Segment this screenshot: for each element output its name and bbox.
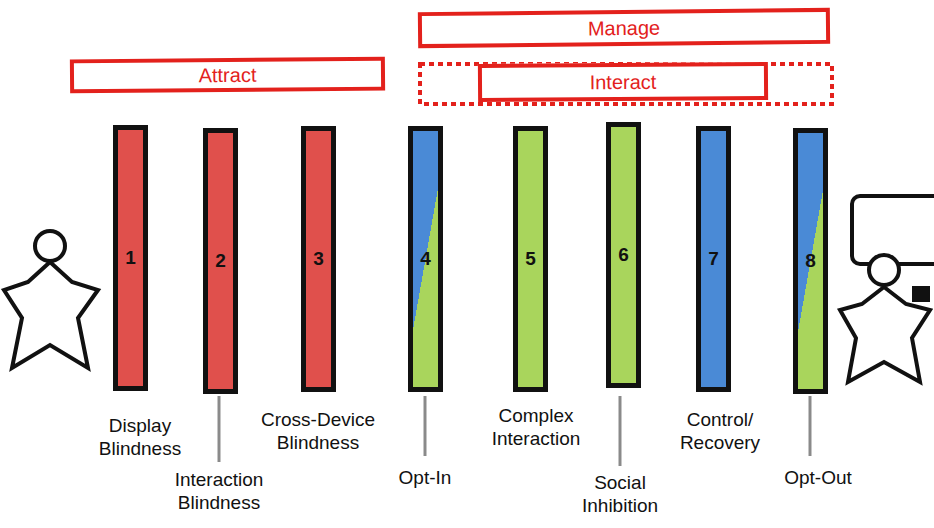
stage-label: Social Inhibition [563,471,677,517]
stage-label: Interaction Blindness [152,468,286,514]
phase-label: Interact [590,70,657,93]
callout-number: 4 [420,248,431,270]
stage-label: Complex Interaction [474,404,598,450]
stage-bar: 4 [408,126,443,392]
phase-band: Interact [478,62,768,102]
stage-label: Opt-In [378,466,472,489]
leader-line [809,396,812,456]
stage-bar: 5 [513,126,548,392]
callout-number: 1 [125,247,136,269]
phase-label: Attract [198,63,256,87]
leader-line [619,396,622,466]
stage-bar: 2 [203,128,238,394]
callout-number: 5 [525,248,536,270]
stage-label: Opt-Out [766,466,870,489]
stage-bar: 7 [696,126,731,392]
callout-number: 2 [215,250,226,272]
leader-line [424,396,427,456]
person-figure [4,231,98,368]
stage-label: Cross-Device Blindness [241,408,395,454]
callout-number: 7 [708,248,719,270]
leader-line [218,396,221,462]
callout-number: 6 [618,244,629,266]
callout-number: 8 [805,250,816,272]
stage-bar: 1 [113,125,148,391]
stage-label: Display Blindness [83,414,197,460]
stage-bar: 8 [793,128,828,394]
person-with-display [840,196,934,382]
phase-label: Manage [588,16,661,40]
callout-number: 3 [313,248,324,270]
stage-bar: 6 [606,122,641,388]
stage-label: Control/ Recovery [663,408,777,454]
stage-bar: 3 [301,126,336,392]
phase-band: Attract [70,57,385,94]
phase-band: Manage [418,8,830,48]
